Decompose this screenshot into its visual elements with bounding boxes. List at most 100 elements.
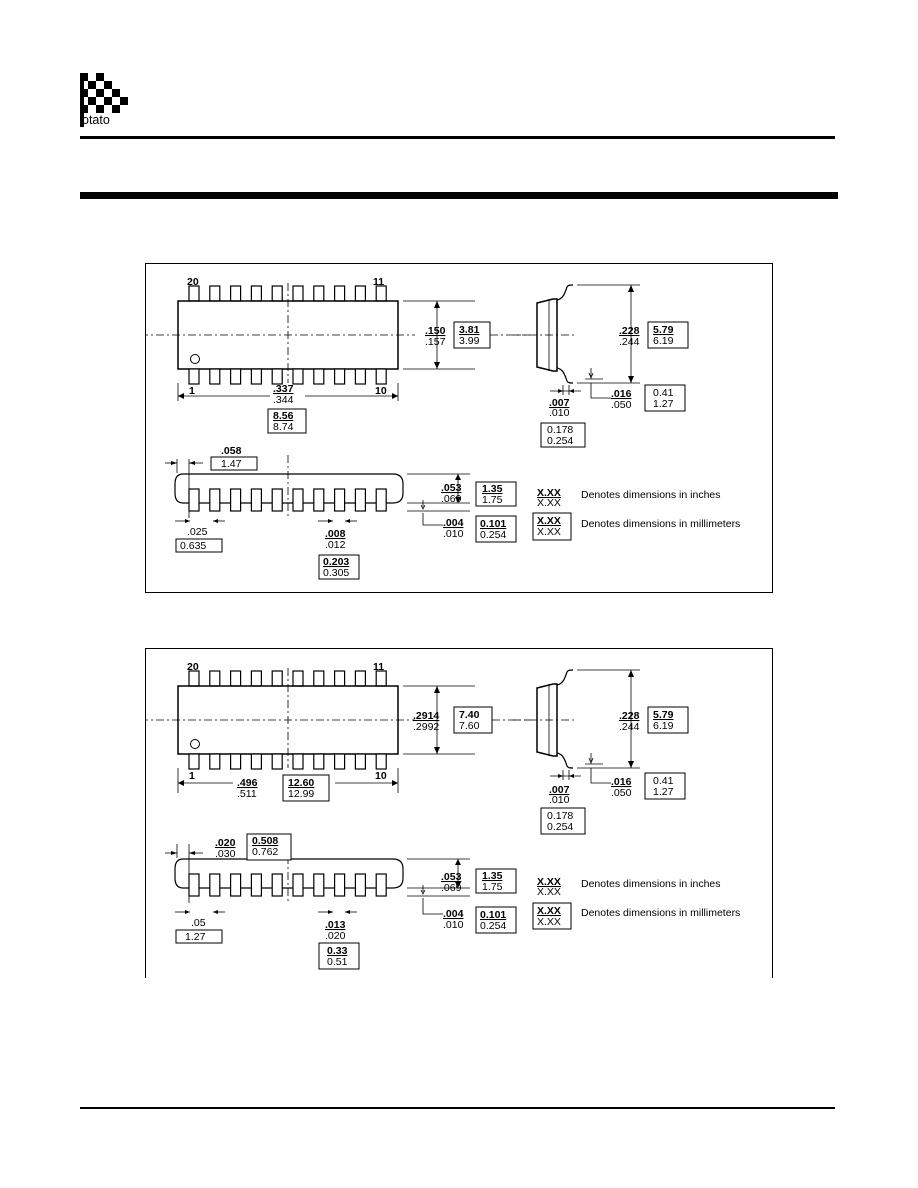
svg-text:.2914: .2914 bbox=[413, 710, 439, 722]
pin-lead bbox=[209, 285, 221, 302]
end-lead bbox=[313, 873, 325, 897]
footer-rule bbox=[80, 1107, 835, 1109]
pin-lead bbox=[209, 368, 221, 385]
svg-text:.010: .010 bbox=[549, 794, 570, 806]
end-lead bbox=[188, 873, 200, 897]
svg-text:0.635: 0.635 bbox=[180, 540, 206, 552]
pin-lead bbox=[313, 368, 325, 385]
pin-lead bbox=[375, 285, 387, 302]
svg-text:0.101: 0.101 bbox=[480, 518, 506, 530]
svg-text:0.762: 0.762 bbox=[252, 846, 278, 858]
drawing-frame bbox=[145, 263, 773, 593]
svg-text:1.35: 1.35 bbox=[482, 870, 503, 882]
svg-text:X.XX: X.XX bbox=[537, 497, 561, 509]
svg-text:.010: .010 bbox=[443, 919, 464, 931]
svg-text:6.19: 6.19 bbox=[653, 720, 674, 732]
pin-lead bbox=[271, 670, 283, 687]
svg-text:.030: .030 bbox=[215, 848, 236, 860]
pin-lead bbox=[188, 285, 200, 302]
svg-text:5.79: 5.79 bbox=[653, 709, 674, 721]
pin-lead bbox=[313, 285, 325, 302]
svg-text:.05: .05 bbox=[191, 917, 206, 929]
bottom-pins bbox=[188, 753, 387, 770]
end-view-leads bbox=[188, 488, 387, 512]
side-view: .228 .244 5.79 6.19 .007 .010 0.178 0.25… bbox=[513, 669, 689, 835]
svg-text:0.101: 0.101 bbox=[480, 909, 506, 921]
svg-text:.016: .016 bbox=[611, 388, 632, 400]
end-view-leads bbox=[188, 873, 387, 897]
potato-logo bbox=[80, 73, 128, 127]
svg-text:5.79: 5.79 bbox=[653, 324, 674, 336]
pin-lead bbox=[334, 670, 346, 687]
pin-lead bbox=[229, 670, 242, 687]
svg-text:0.254: 0.254 bbox=[480, 529, 506, 541]
svg-text:0.254: 0.254 bbox=[547, 821, 573, 833]
svg-text:X.XX: X.XX bbox=[537, 526, 561, 538]
end-lead bbox=[271, 488, 283, 512]
height-dimension: .053 .069 1.35 1.75 .004 .010 0.101 0.25… bbox=[407, 473, 517, 543]
end-lead bbox=[250, 873, 263, 897]
svg-text:.053: .053 bbox=[441, 871, 462, 883]
pin-lead bbox=[313, 753, 325, 770]
pin-label-10: 10 bbox=[375, 770, 387, 782]
pin-label-20: 20 bbox=[187, 276, 199, 288]
svg-text:.058: .058 bbox=[221, 445, 242, 457]
svg-text:8.74: 8.74 bbox=[273, 421, 294, 433]
pin-lead bbox=[229, 753, 242, 770]
top-view: 20 11 1 10 .496 .511 12.60 12.99 bbox=[145, 661, 415, 802]
pin-lead bbox=[229, 285, 242, 302]
end-lead bbox=[292, 488, 304, 512]
bottom-pins bbox=[188, 368, 387, 385]
svg-text:.053: .053 bbox=[441, 482, 462, 494]
svg-text:0.178: 0.178 bbox=[547, 424, 573, 436]
top-view: 20 11 1 10 .337 .344 8.56 8.74 bbox=[145, 276, 415, 434]
svg-text:Denotes dimensions in millimet: Denotes dimensions in millimeters bbox=[581, 518, 740, 530]
svg-text:1.47: 1.47 bbox=[221, 458, 242, 470]
body-width-dimension: .2914 .2992 7.40 7.60 bbox=[403, 685, 530, 755]
svg-text:6.19: 6.19 bbox=[653, 335, 674, 347]
end-lead bbox=[229, 488, 242, 512]
svg-text:0.33: 0.33 bbox=[327, 945, 348, 957]
svg-text:.050: .050 bbox=[611, 787, 632, 799]
svg-text:3.99: 3.99 bbox=[459, 335, 480, 347]
svg-text:.007: .007 bbox=[549, 397, 570, 409]
end-lead bbox=[292, 873, 304, 897]
pin-lead bbox=[375, 753, 387, 770]
pin-lead bbox=[334, 368, 346, 385]
pin1-marker bbox=[190, 354, 200, 364]
legend: X.XX X.XX Denotes dimensions in inches X… bbox=[532, 876, 740, 930]
svg-text:.013: .013 bbox=[325, 919, 346, 931]
pin-lead bbox=[354, 368, 366, 385]
svg-text:.069: .069 bbox=[441, 493, 462, 505]
pin-lead bbox=[354, 285, 366, 302]
length-in-min: .344 bbox=[273, 394, 294, 406]
svg-text:.007: .007 bbox=[549, 784, 570, 796]
svg-text:.008: .008 bbox=[325, 528, 346, 540]
svg-text:1.35: 1.35 bbox=[482, 483, 503, 495]
pin-label-10: 10 bbox=[375, 385, 387, 397]
legend: X.XX X.XX Denotes dimensions in inches X… bbox=[532, 487, 740, 541]
side-view: .228 .244 5.79 6.19 .007 .010 0.178 0.25… bbox=[513, 284, 689, 448]
svg-text:X.XX: X.XX bbox=[537, 916, 561, 928]
svg-text:0.41: 0.41 bbox=[653, 387, 674, 399]
pin-lead bbox=[188, 670, 200, 687]
svg-text:0.305: 0.305 bbox=[323, 567, 349, 579]
svg-text:12.60: 12.60 bbox=[288, 777, 314, 789]
svg-text:.012: .012 bbox=[325, 539, 346, 551]
svg-text:.020: .020 bbox=[215, 837, 236, 849]
pin-label-1: 1 bbox=[189, 385, 195, 397]
svg-text:.2992: .2992 bbox=[413, 721, 439, 733]
pin-lead bbox=[271, 368, 283, 385]
svg-text:3.81: 3.81 bbox=[459, 324, 480, 336]
pin-lead bbox=[250, 753, 263, 770]
svg-text:1.75: 1.75 bbox=[482, 881, 503, 893]
svg-text:8.56: 8.56 bbox=[273, 410, 294, 422]
svg-text:.150: .150 bbox=[425, 325, 446, 337]
end-lead bbox=[229, 873, 242, 897]
end-lead bbox=[209, 488, 221, 512]
pin-lead bbox=[292, 285, 304, 302]
end-lead bbox=[271, 873, 283, 897]
pin-label-20: 20 bbox=[187, 661, 199, 673]
pin-lead bbox=[229, 368, 242, 385]
pin-lead bbox=[271, 285, 283, 302]
